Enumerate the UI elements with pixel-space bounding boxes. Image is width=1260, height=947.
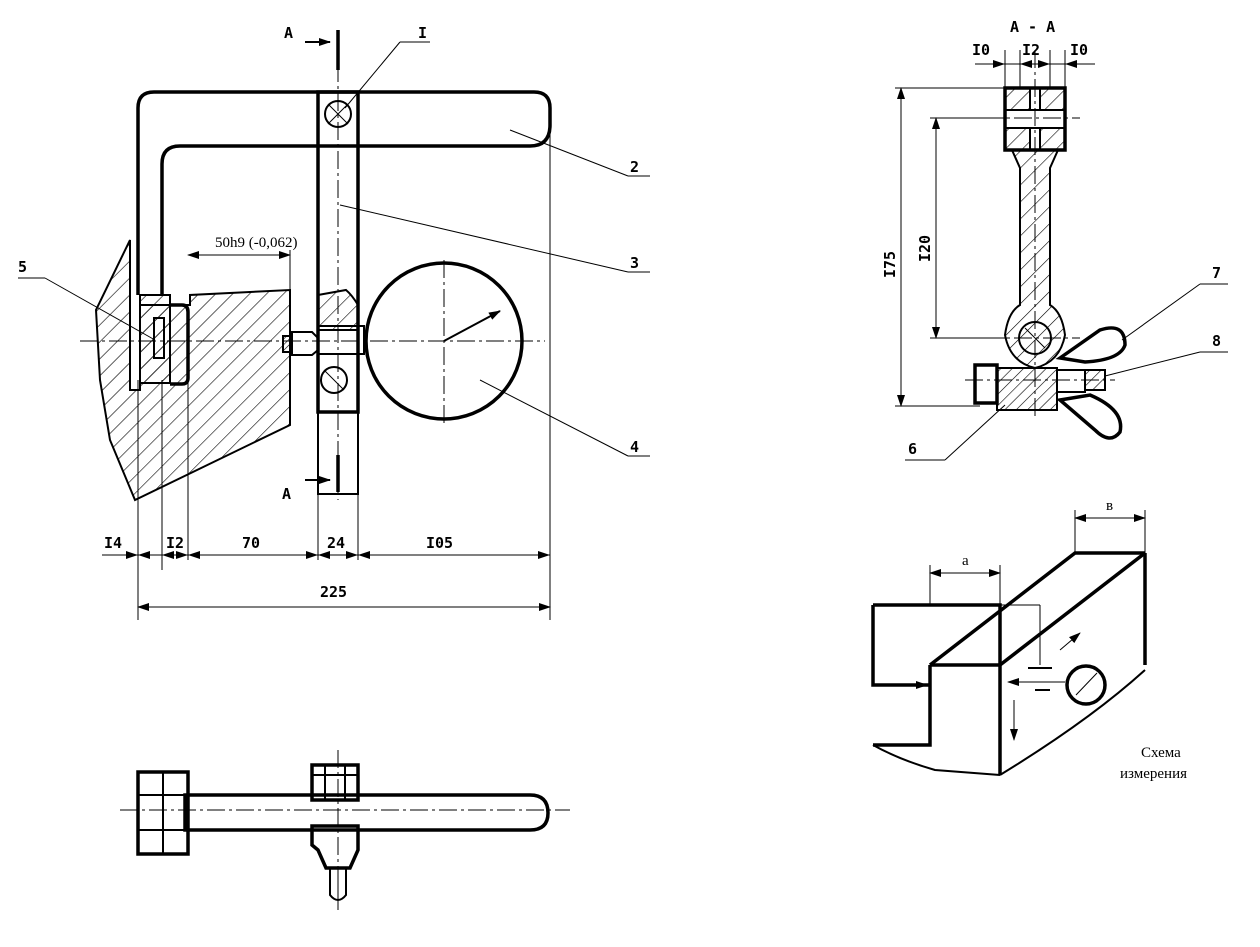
callout-7: 7 bbox=[1212, 264, 1221, 282]
dim-10-right: I0 bbox=[1070, 41, 1088, 59]
section-marker-top: A bbox=[284, 24, 293, 42]
callout-5: 5 bbox=[18, 258, 27, 276]
callout-2: 2 bbox=[630, 158, 639, 176]
dim-70: 70 bbox=[242, 534, 260, 552]
wing-nut-7 bbox=[1055, 326, 1127, 364]
top-view bbox=[120, 750, 570, 910]
callout-3: 3 bbox=[630, 254, 639, 272]
callout-8: 8 bbox=[1212, 332, 1221, 350]
scheme-dim-a: a bbox=[962, 553, 969, 569]
dim-24: 24 bbox=[327, 534, 345, 552]
dim-14: I4 bbox=[104, 534, 122, 552]
scheme-dial-indicator bbox=[1065, 664, 1107, 706]
workpiece-body bbox=[94, 239, 291, 502]
scheme-caption-1: Схема bbox=[1141, 745, 1181, 761]
measurement-scheme: a в Схема измерения bbox=[871, 498, 1187, 782]
front-view: A A 50h9 (-0,062) I4 I2 70 24 I05 225 I … bbox=[18, 24, 650, 620]
callout-1: I bbox=[418, 24, 427, 42]
section-title: A - A bbox=[1010, 18, 1055, 36]
dim-12-front: I2 bbox=[166, 534, 184, 552]
section-marker-bottom: A bbox=[282, 485, 291, 503]
section-a-a: A - A I0 I2 I0 bbox=[881, 18, 1228, 461]
dim-120: I20 bbox=[916, 235, 934, 262]
dim-225: 225 bbox=[320, 583, 347, 601]
plan-arm bbox=[183, 793, 550, 832]
dim-10-left: I0 bbox=[972, 41, 990, 59]
callout-6: 6 bbox=[908, 440, 917, 458]
dim-105: I05 bbox=[426, 534, 453, 552]
scheme-dim-b: в bbox=[1106, 498, 1113, 514]
scheme-caption-2: измерения bbox=[1120, 766, 1187, 782]
callout-4: 4 bbox=[630, 438, 639, 456]
tolerance-label: 50h9 (-0,062) bbox=[215, 235, 298, 251]
dim-12-section: I2 bbox=[1022, 41, 1040, 59]
dim-175: I75 bbox=[881, 251, 899, 278]
frame-arm-2 bbox=[136, 90, 552, 295]
